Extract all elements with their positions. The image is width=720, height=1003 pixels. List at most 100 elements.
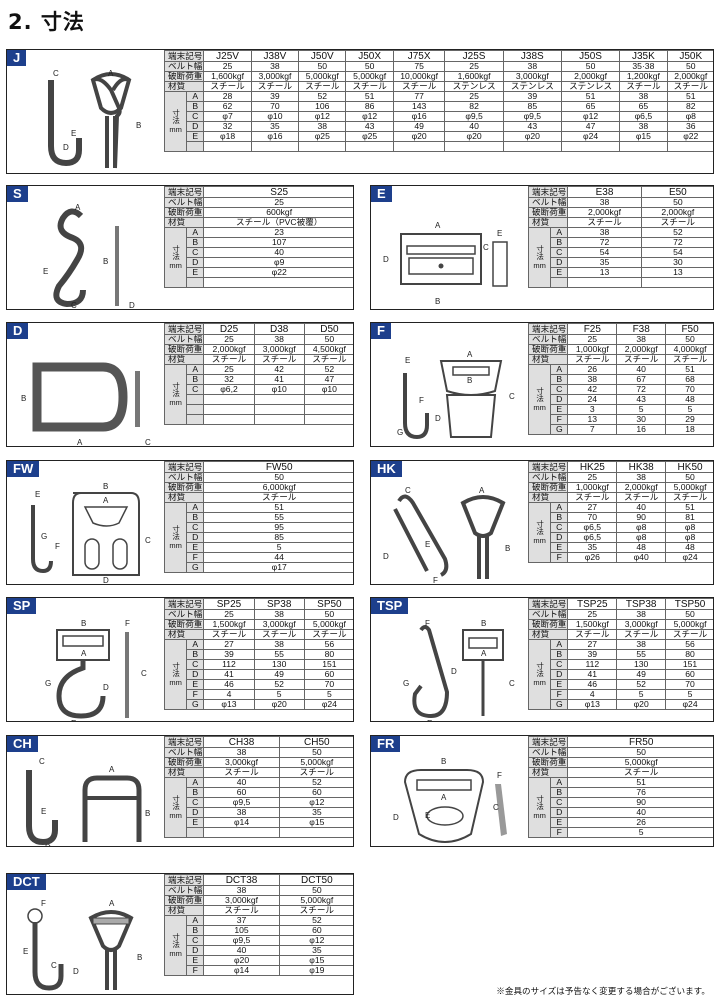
table-cell: 39: [502, 91, 562, 102]
table-cell: 1,000kgf: [567, 344, 618, 355]
table-cell: 7: [567, 424, 618, 435]
svg-text:E: E: [405, 356, 410, 365]
table-cell: 130: [616, 659, 667, 670]
row-label: ベルト幅: [163, 61, 205, 72]
table-cell: φ20: [392, 131, 446, 142]
model-code: E38: [567, 186, 642, 198]
dimension-label: 寸法: [171, 662, 181, 677]
table-cell: 1,000kgf: [567, 482, 618, 493]
table-cell: φ8: [666, 111, 713, 122]
table-cell: 107: [203, 237, 353, 248]
dimension-letter: C: [550, 384, 569, 395]
table-cell: 30: [616, 414, 667, 425]
table-cell: φ7: [203, 111, 252, 122]
table-cell: 56: [665, 639, 713, 650]
row-label: ベルト幅: [527, 197, 569, 208]
svg-text:B: B: [505, 544, 510, 553]
dimension-letter: E: [186, 267, 205, 278]
dimension-letter: D: [550, 394, 569, 405]
svg-text:F: F: [433, 576, 438, 585]
table-cell: スチール: [203, 629, 255, 640]
model-code: S25: [203, 186, 353, 198]
dimension-letter: F: [186, 965, 205, 976]
table-cell: 38: [502, 61, 562, 72]
svg-text:B: B: [136, 121, 141, 130]
dimension-letter: D: [186, 532, 205, 543]
dimension-letter: G: [186, 699, 205, 710]
dimension-letter: B: [186, 649, 205, 660]
table-cell: φ24: [665, 699, 713, 710]
dimension-label: 寸法: [535, 387, 545, 402]
dimension-letter: D: [186, 257, 205, 268]
table-cell: スチール: [616, 492, 667, 503]
unit-label: mm: [533, 261, 546, 270]
table-cell: 68: [665, 374, 713, 385]
dimension-letter: E: [550, 267, 569, 278]
table-cell: 40: [616, 502, 667, 513]
panel-tag: J: [7, 50, 27, 66]
table-cell: 50: [303, 609, 353, 620]
row-label: 破断荷重: [163, 482, 205, 493]
table-cell: [203, 827, 280, 838]
table-cell: [560, 141, 621, 152]
table-cell: 3,000kgf: [502, 71, 562, 82]
dimension-letter: F: [186, 552, 205, 563]
dimension-letter: C: [186, 935, 205, 946]
row-label: 材質: [527, 217, 569, 228]
table-cell: 30: [640, 257, 713, 268]
table-cell: φ8: [616, 532, 667, 543]
dimension-letter: A: [550, 639, 569, 650]
table-cell: 27: [203, 639, 255, 650]
table-cell: スチール: [567, 354, 618, 365]
dimension-letter: B: [186, 237, 205, 248]
svg-text:B: B: [145, 809, 150, 818]
svg-text:D: D: [45, 843, 51, 847]
table-cell: [203, 277, 353, 288]
row-label: 端末記号: [163, 461, 205, 473]
dimension-letter: [186, 394, 205, 405]
dimension-letter: B: [186, 101, 205, 112]
table-cell: スチール: [567, 492, 618, 503]
row-label: 破断荷重: [527, 619, 569, 630]
row-label: ベルト幅: [163, 609, 205, 620]
row-label: 端末記号: [163, 186, 205, 198]
row-label: 端末記号: [163, 323, 205, 335]
table-cell: 48: [665, 394, 713, 405]
unit-label: mm: [169, 811, 182, 820]
table-cell: 40: [444, 121, 504, 132]
panel-tag: CH: [7, 736, 38, 752]
page-title: 2. 寸法: [8, 10, 85, 34]
table-cell: φ18: [203, 131, 252, 142]
dimension-letter: D: [186, 945, 205, 956]
svg-text:A: A: [75, 203, 81, 212]
svg-text:G: G: [41, 532, 47, 541]
row-label: 材質: [527, 767, 569, 778]
table-cell: 2,000kgf: [616, 482, 667, 493]
model-code: J75X: [392, 50, 446, 62]
row-label: 端末記号: [163, 736, 205, 748]
panel-tag: FW: [7, 461, 40, 477]
